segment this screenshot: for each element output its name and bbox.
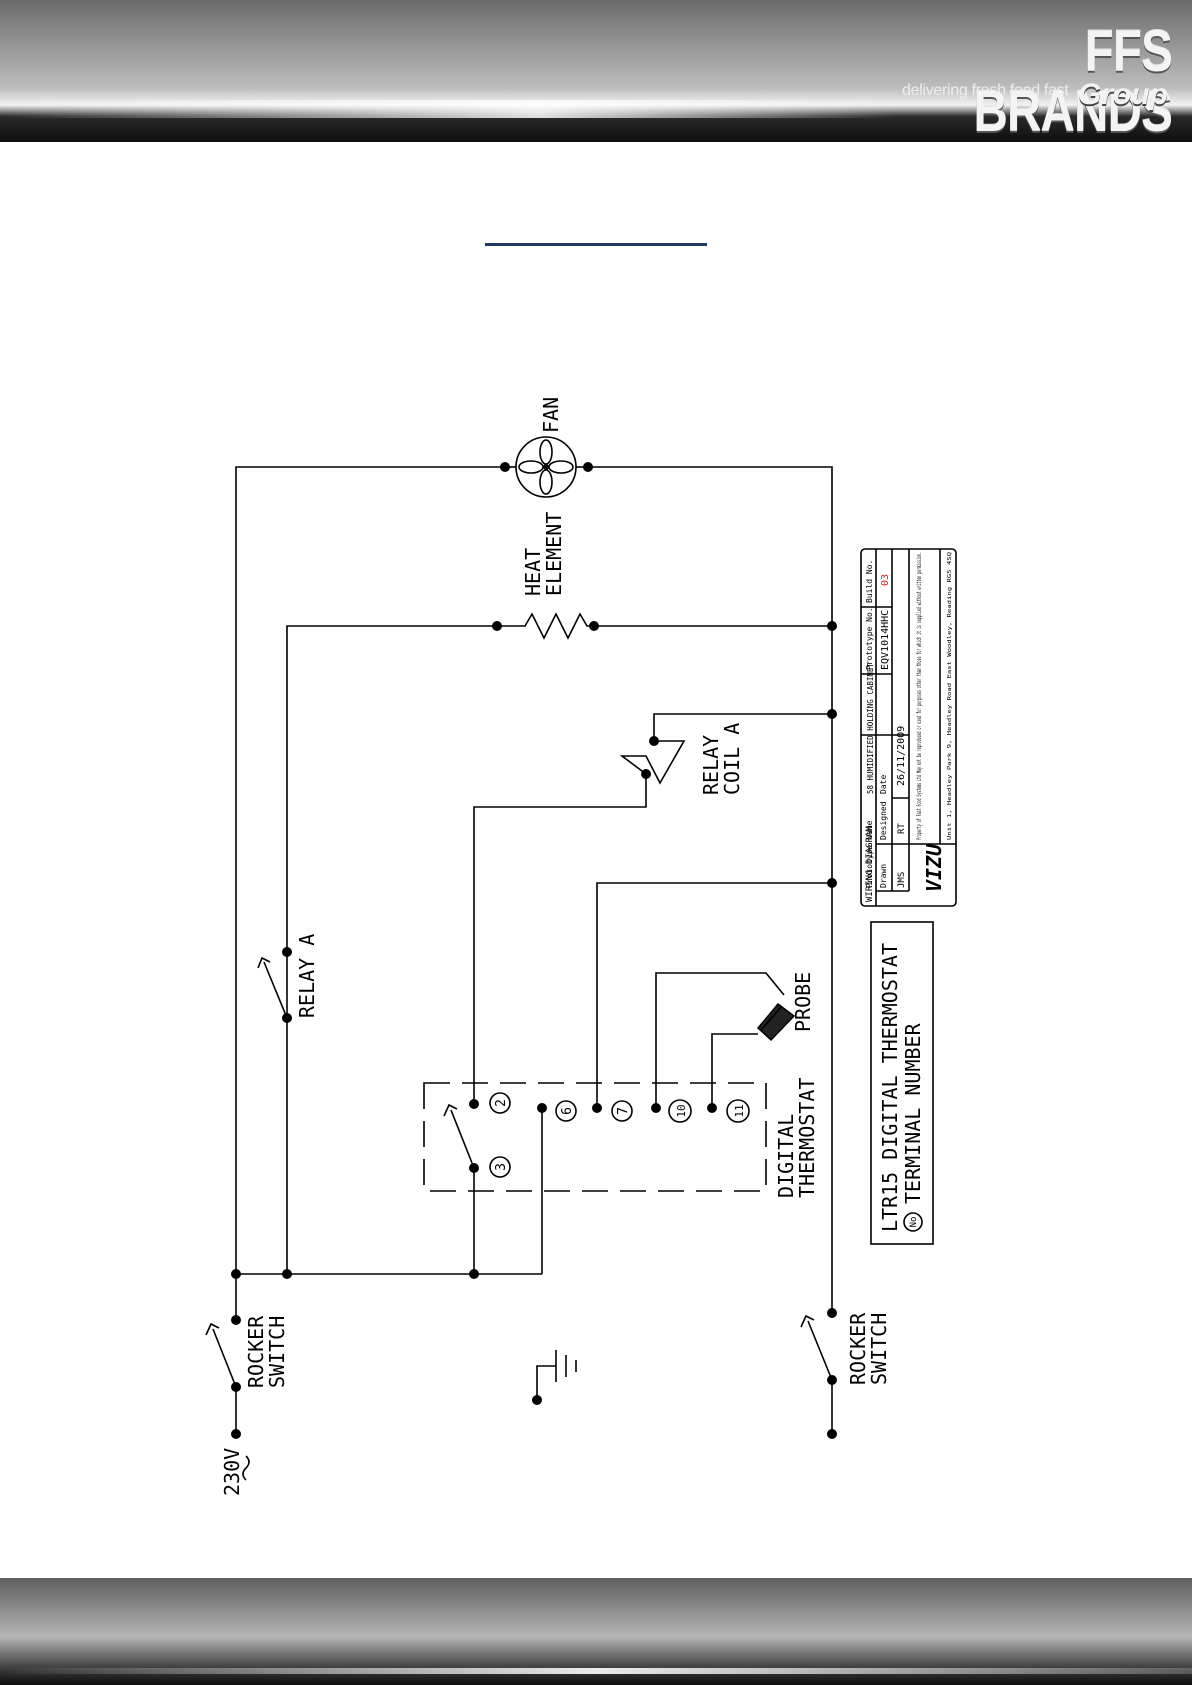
date-value: 26/11/2009 (896, 726, 907, 786)
drawn-value: JMS (897, 872, 907, 888)
heat-element-symbol (497, 612, 594, 640)
vizu-logo: VIZU (922, 843, 946, 892)
prototype-no-value: EQV1014HHC (880, 610, 891, 670)
date-label: Date (879, 775, 888, 794)
wire-heat-left (286, 625, 497, 1274)
wire-terminal-7 (596, 882, 832, 1108)
terminal-6: 6 (560, 1107, 575, 1115)
title-block: WIRING DIAGRAM Drawn JMS Designed RT Pro… (860, 548, 957, 907)
rocker-switch-left (205, 1322, 237, 1388)
fan-symbol (505, 436, 588, 498)
logo-main-text: FFS BRANDS (973, 19, 1172, 144)
drawn-label: Drawn (879, 864, 888, 888)
footer-sheen (0, 1668, 1192, 1674)
ac-tilde-symbol (242, 1455, 250, 1481)
wire-live-rail (235, 466, 505, 1320)
legend-label: TERMINAL NUMBER (901, 1022, 925, 1204)
prototype-name-line: 58 HUMIDIFIED HOLDING CABINET (866, 663, 875, 794)
probe-symbol (757, 1003, 796, 1041)
relay-a-contact (257, 956, 288, 1019)
probe-label: PROBE (791, 972, 815, 1032)
wires (235, 466, 833, 1434)
title-underline (485, 243, 707, 246)
sheet-title: WIRING DIAGRAM (865, 826, 875, 902)
header-banner: FFS BRANDS delivering fresh food fast Gr… (0, 0, 1192, 142)
rocker-switch-right-label-line2: SWITCH (867, 1313, 891, 1385)
footer-banner (0, 1578, 1192, 1685)
wire-probe-11 (711, 1033, 758, 1108)
logo-tagline: delivering fresh food fast (902, 82, 1069, 99)
wire-ground (536, 1365, 556, 1400)
supply-voltage-label: 230V (220, 1448, 244, 1496)
terminal-numbers: 2 3 6 7 10 11 (494, 1099, 746, 1171)
prototype-no-label: Prototype No. (865, 607, 874, 670)
terminal-11: 11 (733, 1104, 746, 1117)
terminal-3: 3 (494, 1163, 509, 1171)
heat-element-label-line1: HEAT (521, 548, 545, 596)
digital-thermostat-label-line2: THERMOSTAT (795, 1078, 819, 1198)
fan-label: FAN (539, 397, 563, 433)
rocker-switch-left-label-line1: ROCKER (244, 1315, 268, 1388)
digital-thermostat-label-line1: DIGITAL (774, 1114, 798, 1198)
designed-value: RT (897, 823, 907, 834)
relay-coil-label-line1: RELAY (699, 735, 723, 795)
legend-symbol: No (909, 1217, 919, 1228)
junction-dots (231, 462, 837, 1439)
rocker-switch-right-label-line1: ROCKER (846, 1312, 870, 1385)
build-no-value: 03 (880, 574, 891, 586)
digital-thermostat-box (423, 1082, 767, 1192)
build-no-label: Build No. (865, 560, 874, 603)
heat-element-label-line2: ELEMENT (542, 512, 566, 596)
component-labels: FAN HEAT ELEMENT RELAY COIL A RELAY A PR… (220, 397, 891, 1496)
terminal-10: 10 (675, 1104, 688, 1117)
wire-coil-bottom (473, 774, 647, 1104)
logo-group-text: Group (1078, 78, 1168, 111)
terminal-2: 2 (494, 1099, 509, 1107)
relay-a-label: RELAY A (295, 934, 319, 1018)
rocker-switch-left-label-line2: SWITCH (265, 1316, 289, 1388)
wire-coil-top (653, 713, 832, 741)
wire-probe-10 (655, 972, 785, 1108)
ground-symbol (555, 1350, 577, 1382)
designed-label: Designed (879, 801, 888, 840)
relay-coil-label-line2: COIL A (720, 723, 744, 795)
terminal-markers (489, 1092, 750, 1178)
relay-coil-symbol (619, 740, 686, 785)
rocker-switch-right (800, 1314, 833, 1381)
wire-fan-right (588, 466, 833, 1313)
terminal-7: 7 (616, 1107, 631, 1115)
legend-title: LTR15 DIGITAL THERMOSTAT (878, 943, 902, 1232)
prototype-name-label: Prototype Name (865, 820, 874, 888)
notice-text: Property of Fast Food Systems Ltd May no… (916, 552, 923, 840)
legend-box: LTR15 DIGITAL THERMOSTAT No TERMINAL NUM… (870, 921, 934, 1245)
address-text: Unit 1, Headley Park 9, Headley Road Eas… (947, 552, 953, 840)
header-sheen (0, 100, 900, 118)
thermostat-switch (443, 1103, 475, 1169)
